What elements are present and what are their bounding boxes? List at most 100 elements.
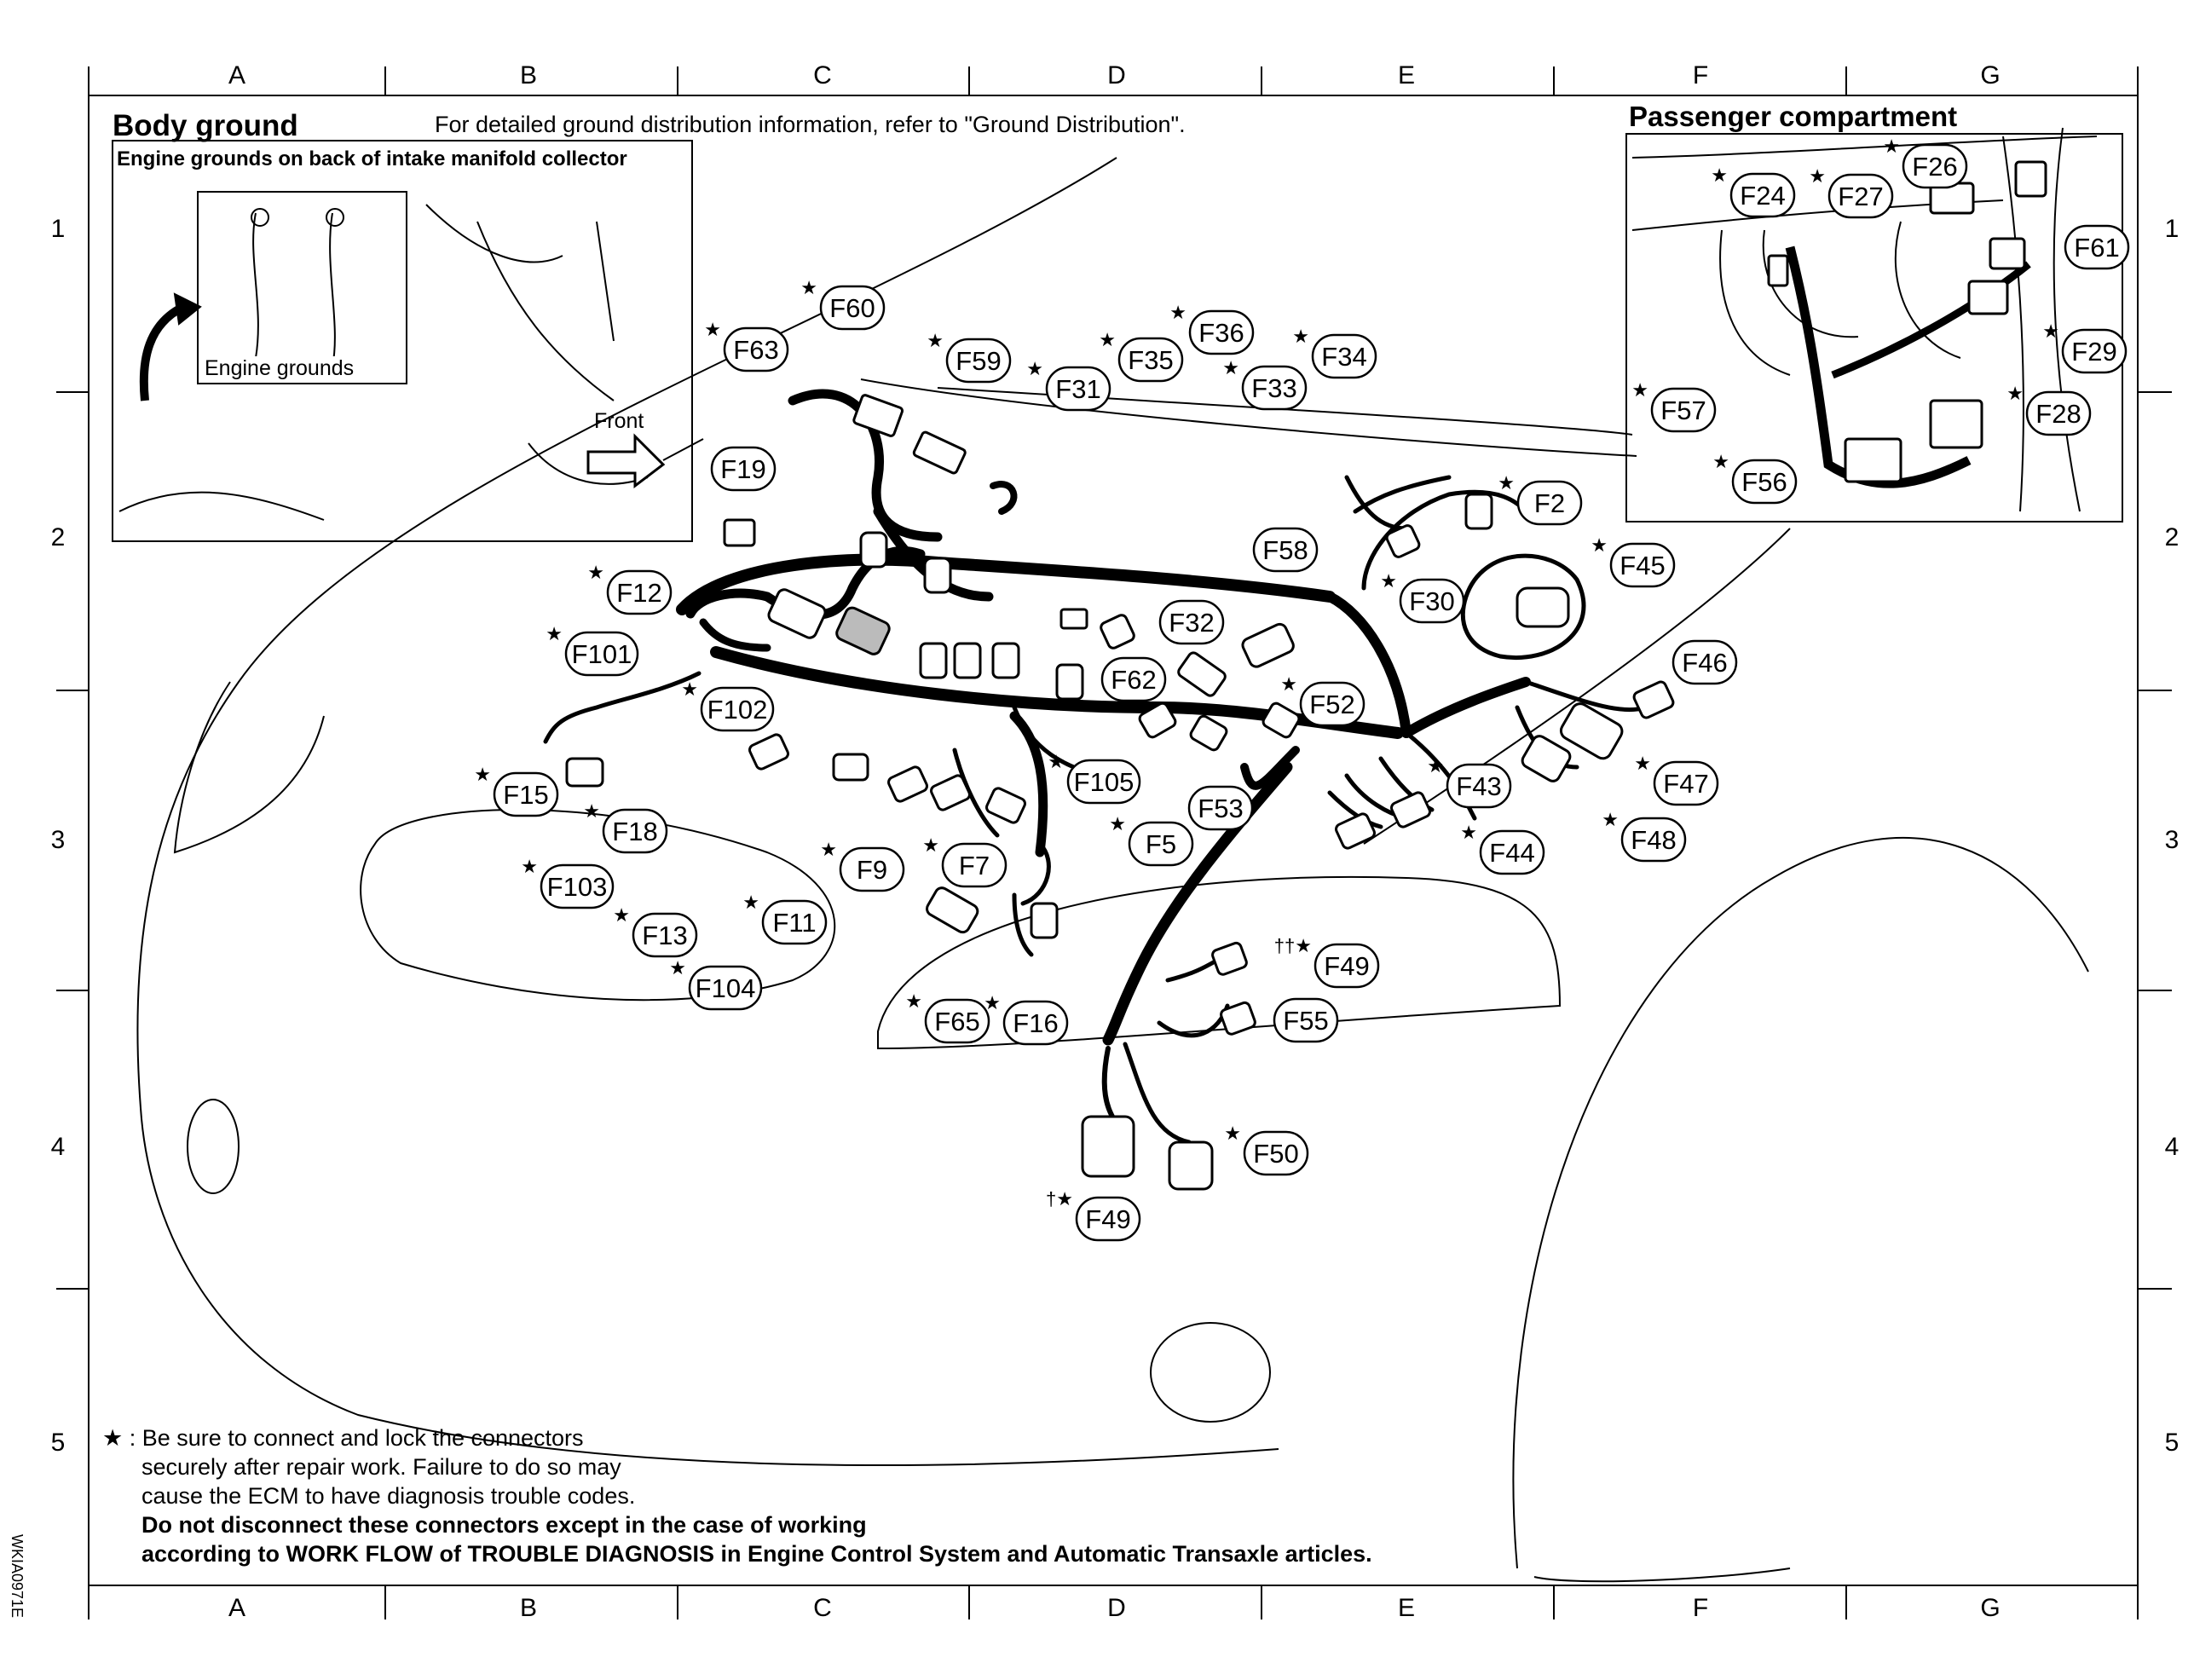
connector-f49[interactable]: F49††★ [1274,935,1380,989]
star-mark: ★ [1883,136,1900,157]
connector-f53[interactable]: F53 [1187,785,1254,831]
connector-f104[interactable]: F104★ [669,957,763,1011]
connector-label: F44 [1489,838,1534,868]
star-mark: ★ [583,800,600,822]
star-mark: ★ [820,839,837,860]
star-mark: ★ [1711,165,1728,186]
grid-row-label: 2 [2165,523,2180,551]
connector-f34[interactable]: F34★ [1292,326,1377,379]
connector-f11[interactable]: F11★ [742,892,828,945]
connector-f57[interactable]: F57★ [1631,379,1717,433]
connector-f32[interactable]: F32 [1158,599,1225,645]
star-mark: †★ [1046,1188,1073,1209]
connector-f26[interactable]: F26★ [1883,136,1968,189]
connector-f49[interactable]: F49†★ [1046,1188,1141,1242]
connector-f46[interactable]: F46 [1671,639,1738,685]
connector-f105[interactable]: F105★ [1048,751,1141,805]
connector-labels: F2★F5★F7★F9★F11★F12★F13★F15★F16★F18★F19F… [474,136,2130,1242]
connector-f63[interactable]: F63 ★ [704,319,789,372]
connector-f55[interactable]: F55 [1273,997,1339,1043]
connector-f18[interactable]: F18★ [583,800,668,854]
connector-f47[interactable]: F47★ [1634,753,1719,806]
grid-column-label: D [1107,61,1126,89]
connector-f50[interactable]: F50★ [1224,1123,1309,1176]
connector-label: F48 [1631,825,1676,855]
connector-label: F32 [1169,608,1214,638]
grid-row-label: 4 [2165,1133,2180,1161]
footer-note: ★ : Be sure to connect and lock the conn… [102,1423,1372,1568]
connector-f28[interactable]: F28★ [2006,383,2092,436]
connector-f48[interactable]: F48 ★ [1602,809,1687,863]
ground-distribution-note: For detailed ground distribution informa… [435,112,1186,137]
connector-f15[interactable]: F15★ [474,764,559,817]
connector-f35[interactable]: F35★ [1099,329,1184,383]
star-mark: ★ [1602,809,1619,830]
connector-f29[interactable]: F29★ [2042,320,2128,374]
connector-label: F19 [720,454,765,484]
connector-f19[interactable]: F19 [710,446,777,492]
connector-f16[interactable]: F16★ [984,992,1069,1046]
connector-f101[interactable]: F101★ [546,623,639,677]
star-mark: ★ [681,678,698,700]
star-mark: ★ [474,764,491,785]
footer-line-5: according to WORK FLOW of TROUBLE DIAGNO… [141,1541,1372,1567]
connector-f30[interactable]: F30★ [1380,570,1465,624]
connector-label: F105 [1074,767,1135,797]
connector-f58[interactable]: F58 [1252,527,1319,573]
connector-label: F104 [696,973,756,1003]
connector-f9[interactable]: F9★ [820,839,905,892]
star-mark: ★ [1634,753,1651,774]
star-mark: ★ [1224,1123,1241,1144]
connector-f62[interactable]: F62 [1100,656,1167,702]
grid-column-label: E [1398,1594,1415,1622]
connector-f52[interactable]: F52★ [1280,673,1365,727]
grid-column-label: E [1398,61,1415,89]
connector-f27[interactable]: F27★ [1809,165,1894,219]
star-mark: ★ [1169,302,1186,323]
connector-f65[interactable]: F65★ [905,990,990,1044]
connector-f24[interactable]: F24 ★ [1711,165,1796,218]
connector-label: F58 [1262,535,1308,565]
connector-f13[interactable]: F13★ [613,904,698,958]
engine-grounds-inset [112,140,693,542]
connector-f59[interactable]: F59★ [927,330,1012,384]
connector-f33[interactable]: F33★ [1222,357,1308,411]
star-mark: ★ [704,319,721,340]
connector-f31[interactable]: F31 ★ [1026,358,1111,412]
connector-f102[interactable]: F102★ [681,678,775,732]
connector-f45[interactable]: F45★ [1591,534,1676,588]
connector-f60[interactable]: F60★ [800,277,886,331]
connector-f7[interactable]: F7★ [922,834,1008,888]
star-mark: ★ [1809,165,1826,187]
connector-f56[interactable]: F56★ [1712,451,1798,505]
star-mark: ★ [927,330,944,351]
connector-label: F43 [1456,771,1501,801]
connector-label: F33 [1251,373,1296,403]
connector-f61[interactable]: F61 [2064,224,2130,270]
connector-f5[interactable]: F5★ [1109,813,1194,867]
star-mark: ★ [1026,358,1043,379]
connector-label: F31 [1055,374,1100,404]
connector-f36[interactable]: F36★ [1169,302,1255,355]
connector-label: F63 [733,335,778,365]
grid-column-label: G [1980,1594,2000,1622]
grid-row-label: 2 [51,523,66,551]
grid-column-label: F [1693,61,1708,89]
grid-column-label: A [228,1594,245,1622]
star-mark: ††★ [1274,935,1312,956]
star-mark: ★ [1292,326,1309,347]
connector-label: F65 [934,1007,979,1036]
connector-f12[interactable]: F12★ [587,562,673,615]
star-mark: ★ [521,856,538,877]
connector-f43[interactable]: F43★ [1427,755,1512,809]
connector-label: F24 [1740,181,1785,211]
connector-f2[interactable]: F2★ [1498,472,1583,526]
connector-bodies [565,160,2047,1191]
footer-line-3: cause the ECM to have diagnosis trouble … [141,1483,636,1509]
connector-f103[interactable]: F103★ [521,856,615,909]
grid-row-label: 5 [2165,1429,2180,1457]
connector-f44[interactable]: F44★ [1460,822,1545,875]
front-label: Front [594,409,644,433]
